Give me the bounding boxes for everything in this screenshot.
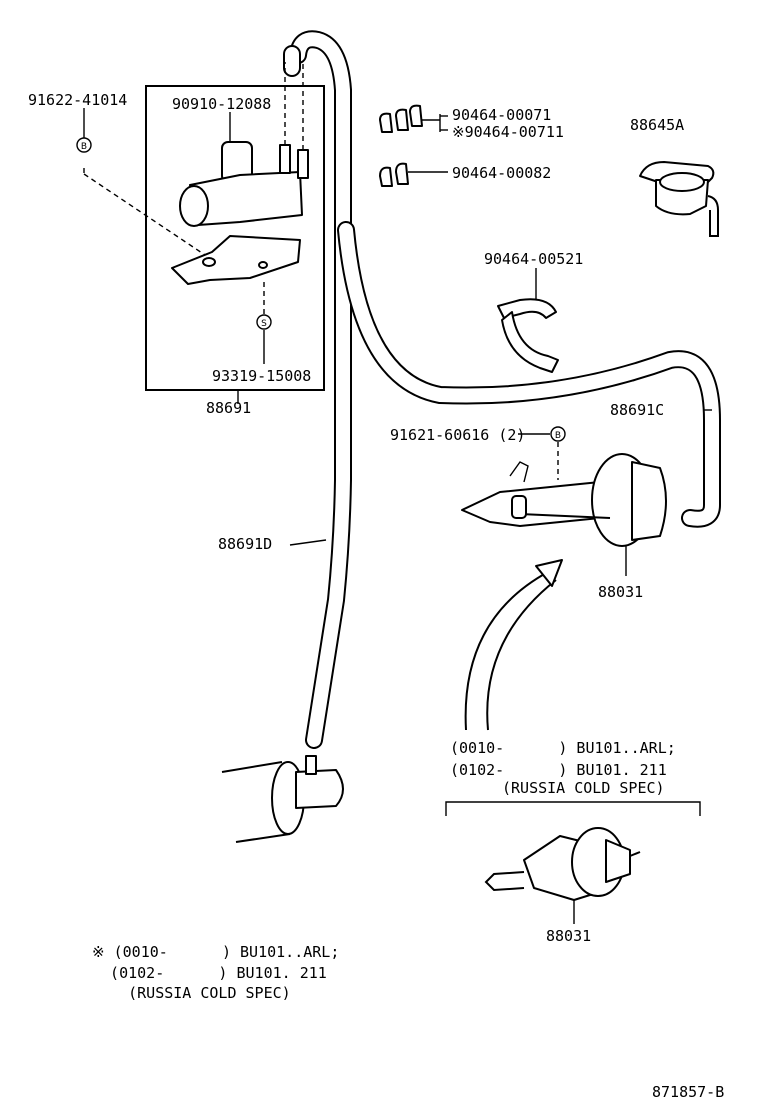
label-assy: 88691 [206,399,252,417]
drawing-number: 871857-B [652,1083,725,1101]
label-bolt-b-right: 91621-60616 (2) [390,426,526,444]
bottom-canister [221,755,344,843]
label-clip-hook: 90464-00521 [484,250,584,268]
label-clip-a-alt: ※90464-00711 [452,123,564,141]
vsv-bracket [171,235,301,285]
screw-s-marker [256,314,272,330]
note-left-line2: (0102- ) BU101. 211 [92,964,327,982]
label-vsv: 90910-12088 [172,95,272,113]
variant-bracket [445,801,701,816]
note-right-line3: (RUSSIA COLD SPEC) [502,779,665,797]
clip-90464-00082 [379,162,448,187]
hose-88691c [337,221,721,528]
note-right-line2: (0102- ) BU101. 211 [450,761,667,779]
note-left-line1: ※ (0010- ) BU101..ARL; [92,943,340,961]
hose-88645a [639,161,719,237]
b-marker-text-left: B [81,142,87,152]
actuator-88031-lower [484,827,641,924]
note-right-line1: (0010- ) BU101..ARL; [450,739,676,757]
label-hose-d: 88691D [218,535,273,553]
bolt-b-marker-right [550,426,566,442]
label-screw-s: 93319-15008 [212,367,312,385]
label-clip-b: 90464-00082 [452,164,552,182]
vsv-valve [179,62,309,227]
clip-90464-00071 [379,104,448,133]
upgrade-arrow [464,559,563,731]
clip-90464-00521 [497,268,559,373]
hose-88691d [289,30,352,749]
label-clip-a: 90464-00071 [452,106,552,124]
s-marker-text: S [261,319,267,329]
label-hose-c: 88691C [610,401,665,419]
label-actuator-lower: 88031 [546,927,592,945]
label-actuator-upper: 88031 [598,583,644,601]
label-bolt-b-left: 91622-41014 [28,91,128,109]
b-marker-text-right: B [555,431,561,441]
label-hose-a: 88645A [630,116,685,134]
assembly-box [145,85,325,391]
actuator-88031-upper [461,453,667,576]
note-left-line3: (RUSSIA COLD SPEC) [92,984,291,1002]
